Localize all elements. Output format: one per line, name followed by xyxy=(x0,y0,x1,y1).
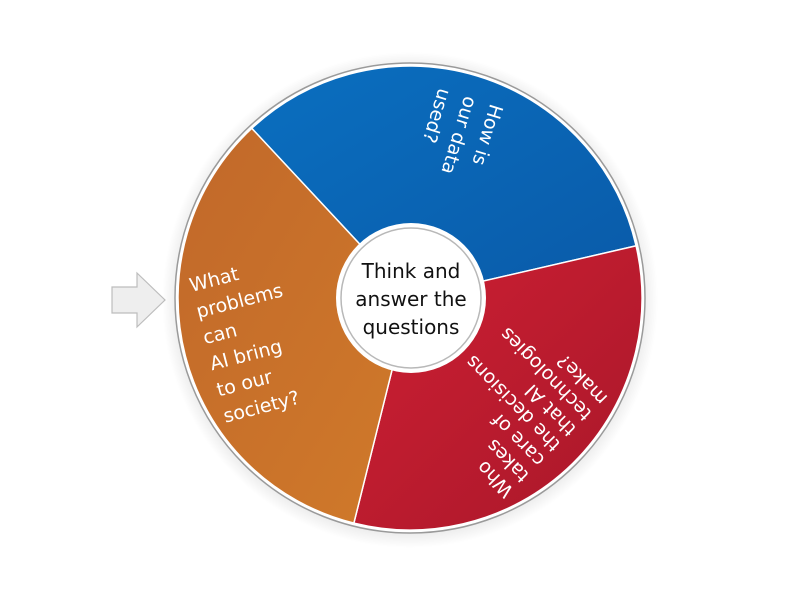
wheel-segment[interactable] xyxy=(250,65,637,299)
pointer-arrow-icon xyxy=(111,271,166,329)
center-hub-ring xyxy=(340,227,482,369)
wheel-segment[interactable] xyxy=(177,127,411,525)
